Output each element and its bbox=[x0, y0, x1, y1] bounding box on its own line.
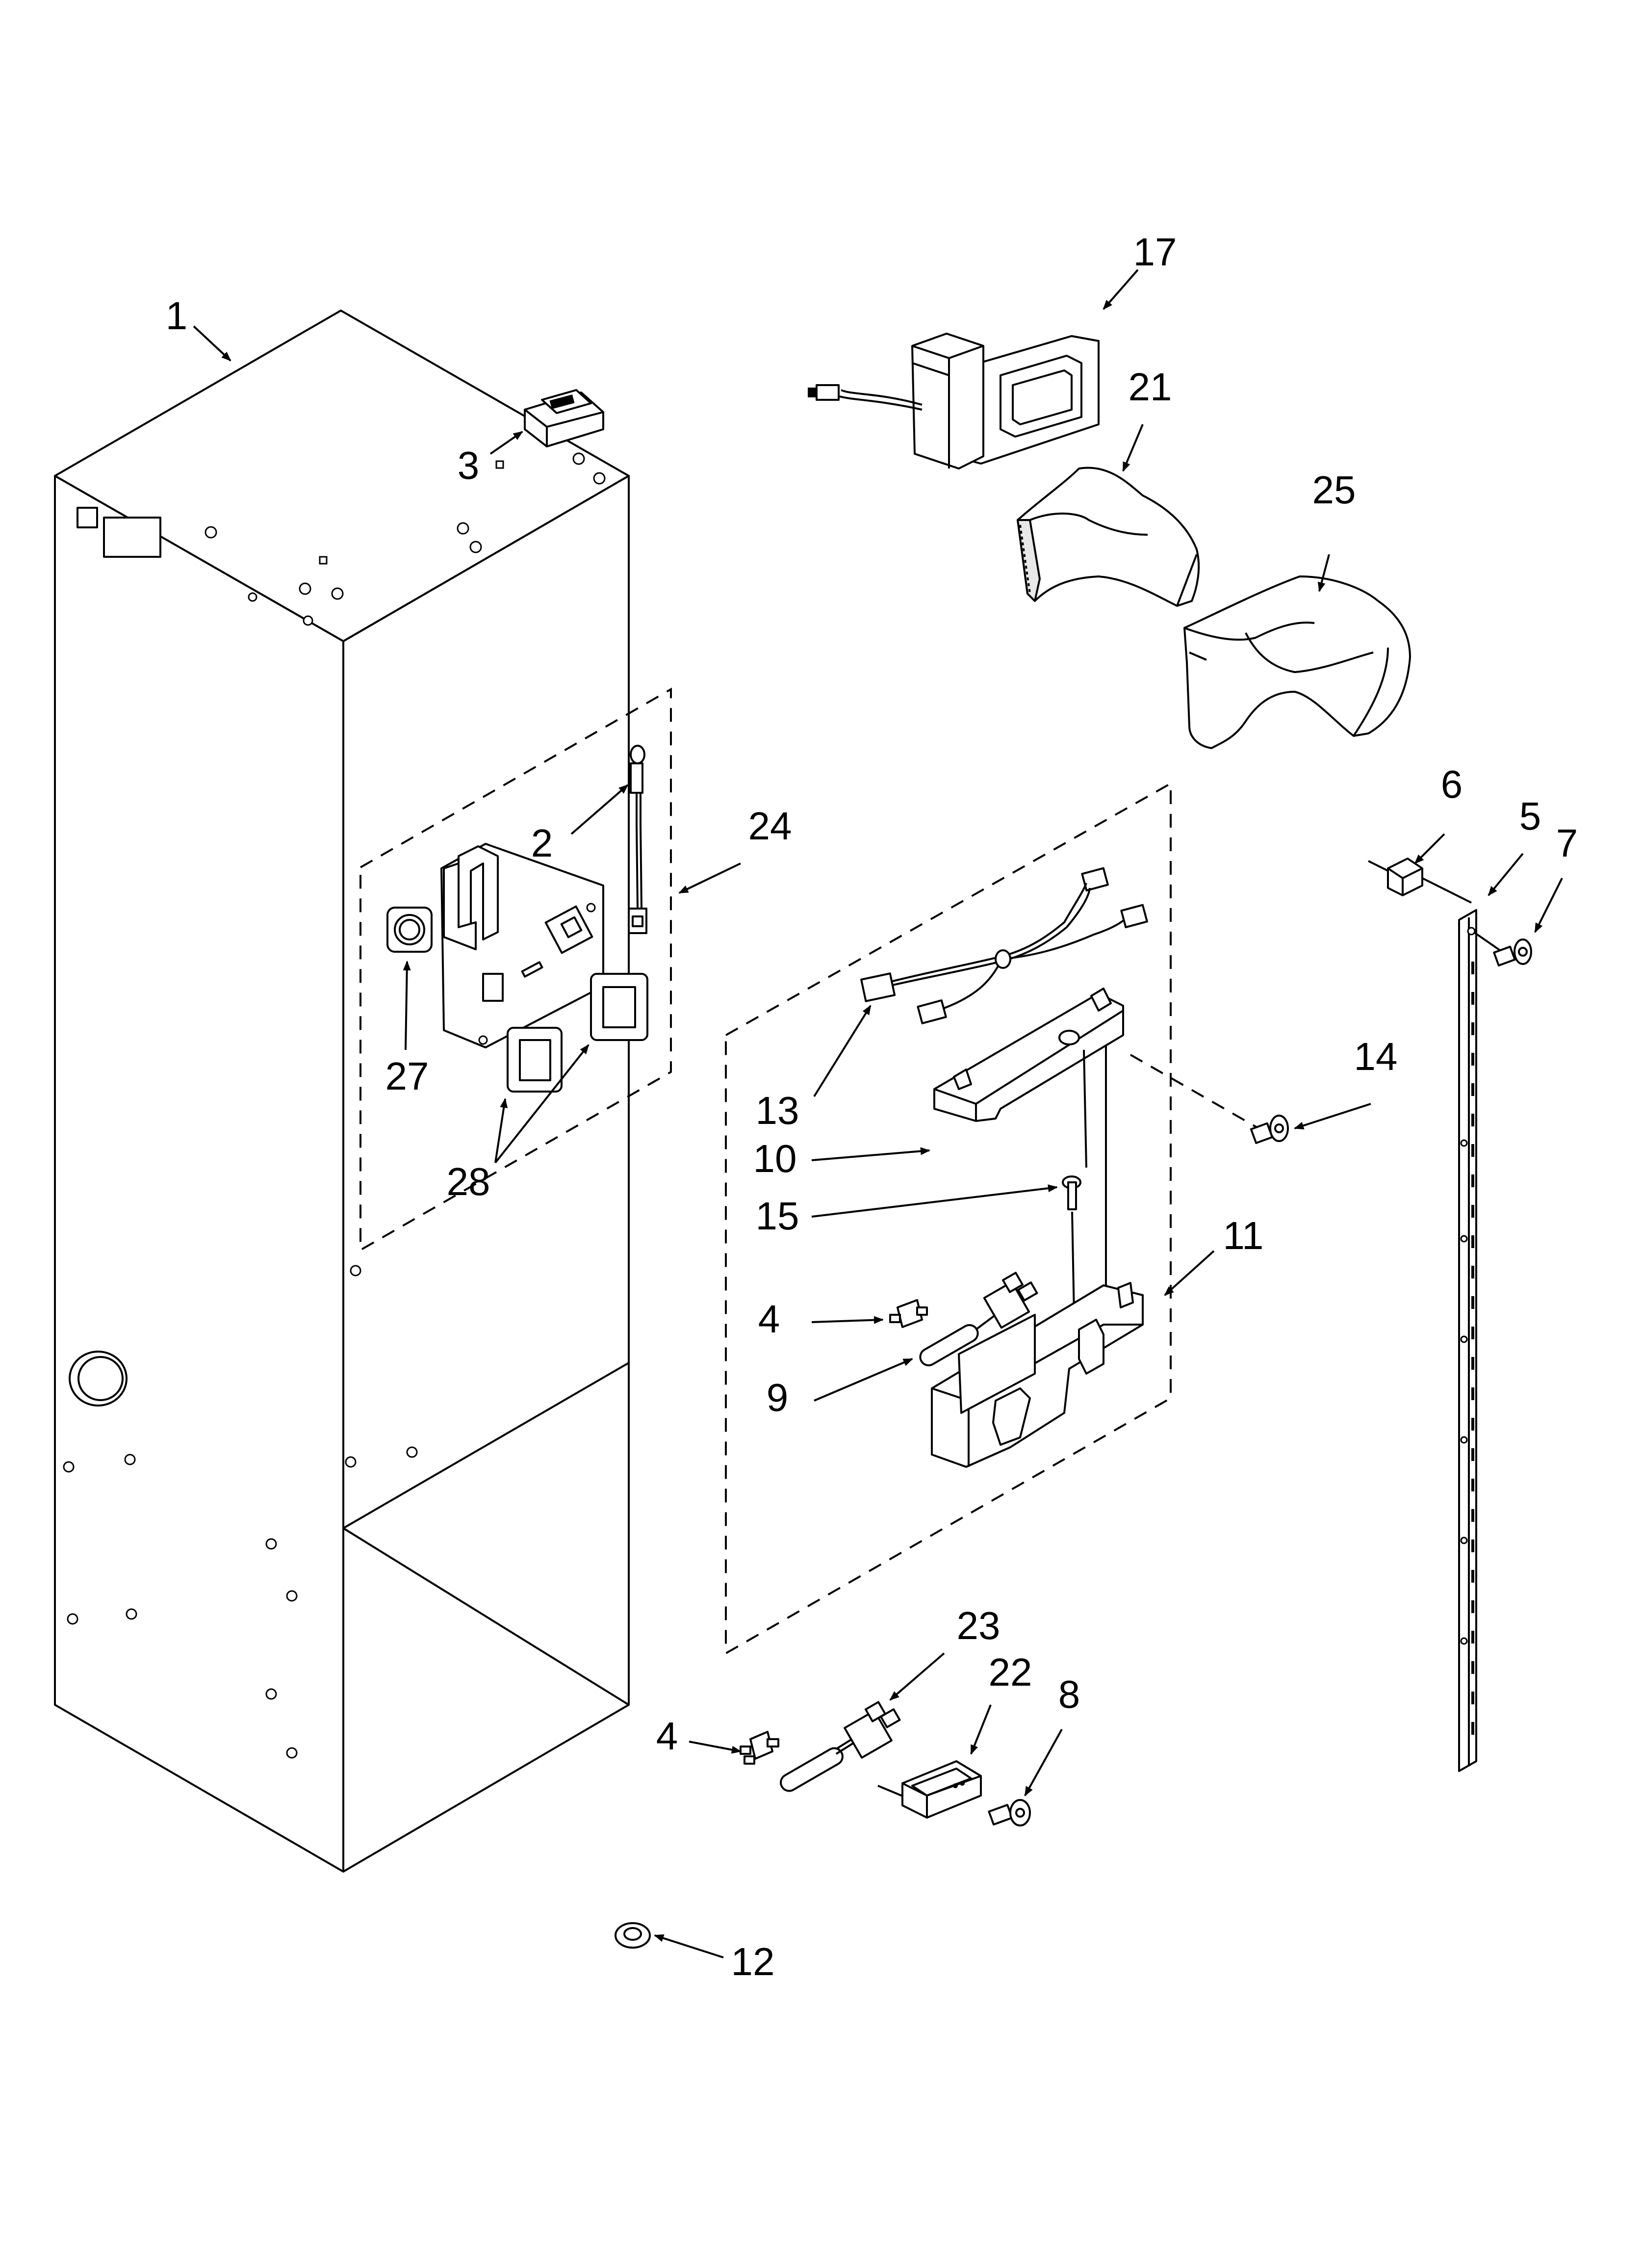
washer-part-12 bbox=[615, 1922, 651, 1949]
callout-11: 11 bbox=[1223, 1214, 1263, 1257]
rail-hole bbox=[1460, 1537, 1468, 1544]
rail-slot bbox=[1471, 1600, 1474, 1613]
bracket-part-10 bbox=[933, 988, 1124, 1300]
rail-part-5 bbox=[1458, 909, 1477, 1772]
sensor-part-2 bbox=[628, 745, 647, 934]
rail-hole bbox=[1460, 1335, 1468, 1343]
callout-28: 28 bbox=[447, 1160, 490, 1203]
control-bracket bbox=[440, 843, 604, 1048]
housing-part-11 bbox=[931, 1282, 1144, 1468]
rail-slot bbox=[1471, 1053, 1474, 1066]
callout-12: 12 bbox=[731, 1940, 775, 1983]
grommet-part-27 bbox=[386, 907, 433, 953]
rail-slot bbox=[1471, 1722, 1474, 1735]
callout-21: 21 bbox=[1129, 365, 1172, 409]
callout-22: 22 bbox=[989, 1650, 1032, 1694]
rail-slot bbox=[1471, 992, 1474, 1005]
callout-7: 7 bbox=[1556, 821, 1578, 865]
group-box-11 bbox=[725, 782, 1172, 1655]
clip-part-4-lower bbox=[740, 1731, 779, 1765]
rail-slot bbox=[1471, 1296, 1474, 1309]
screw-part-7 bbox=[1473, 931, 1532, 966]
callout-1: 1 bbox=[166, 294, 188, 338]
callout-27: 27 bbox=[385, 1054, 429, 1098]
callout-arrows bbox=[193, 269, 1563, 1958]
clip-part-6 bbox=[1368, 858, 1472, 904]
rail-slot bbox=[1471, 1692, 1474, 1704]
rail-slot bbox=[1471, 1418, 1474, 1431]
callout-9: 9 bbox=[767, 1376, 789, 1419]
rail-slot bbox=[1471, 1539, 1474, 1552]
rail-slot bbox=[1471, 1205, 1474, 1218]
rail-slot bbox=[1471, 1357, 1474, 1370]
callout-labels: 1 2 3 4 4 5 6 7 8 9 10 11 12 13 14 15 17… bbox=[166, 230, 1578, 1983]
rail-hole bbox=[1460, 1139, 1468, 1147]
rail-slot bbox=[1471, 962, 1474, 974]
cabinet-shell bbox=[54, 310, 630, 1873]
rail-hole bbox=[1460, 1637, 1468, 1645]
callout-8: 8 bbox=[1058, 1672, 1080, 1716]
group-box-24 bbox=[359, 687, 672, 1252]
sensor-part-9 bbox=[919, 1272, 1038, 1366]
wire-harness-part-13 bbox=[860, 867, 1148, 1024]
rail-slot bbox=[1471, 1022, 1474, 1035]
rail-slot bbox=[1471, 1083, 1474, 1096]
rail-slot bbox=[1471, 1479, 1474, 1491]
rail-slot bbox=[1471, 1327, 1474, 1339]
callout-17: 17 bbox=[1133, 230, 1177, 274]
callout-4-lower: 4 bbox=[656, 1714, 678, 1758]
callout-6: 6 bbox=[1441, 762, 1463, 806]
rail-slot bbox=[1471, 1235, 1474, 1248]
callout-5: 5 bbox=[1519, 794, 1541, 838]
callout-4-upper: 4 bbox=[758, 1297, 780, 1341]
cover-part-21 bbox=[1017, 467, 1200, 607]
screw-part-8 bbox=[988, 1799, 1031, 1826]
callout-3: 3 bbox=[458, 443, 480, 487]
rail-slot bbox=[1471, 1448, 1474, 1461]
rail-slot bbox=[1471, 1661, 1474, 1674]
sensor-part-23 bbox=[780, 1701, 901, 1792]
cover-part-25 bbox=[1183, 575, 1411, 749]
callout-23: 23 bbox=[957, 1604, 1001, 1647]
callout-13: 13 bbox=[756, 1089, 799, 1132]
callout-2: 2 bbox=[531, 821, 553, 865]
light-housing-part-17 bbox=[808, 333, 1100, 469]
callout-15: 15 bbox=[756, 1194, 799, 1238]
rail-slot bbox=[1471, 1266, 1474, 1278]
pads-part-28 bbox=[507, 973, 648, 1093]
screw-part-14 bbox=[1130, 1054, 1289, 1144]
rail-hole bbox=[1460, 1436, 1468, 1444]
rail-slot bbox=[1471, 1509, 1474, 1522]
rail-slot bbox=[1471, 1174, 1474, 1187]
rail-slot bbox=[1471, 1144, 1474, 1157]
receptacle-part-3 bbox=[524, 389, 604, 447]
rail-slot bbox=[1471, 1114, 1474, 1126]
rail-slot bbox=[1471, 1387, 1474, 1400]
callout-25: 25 bbox=[1312, 468, 1356, 512]
component-part-22 bbox=[877, 1760, 982, 1819]
callout-14: 14 bbox=[1354, 1035, 1398, 1078]
callout-10: 10 bbox=[753, 1137, 797, 1180]
rail-slot bbox=[1471, 1631, 1474, 1643]
callout-24: 24 bbox=[748, 804, 792, 848]
rail-hole bbox=[1460, 1235, 1468, 1243]
screw-part-15 bbox=[1062, 1175, 1081, 1315]
clip-part-4-upper bbox=[889, 1299, 928, 1328]
rail-slot bbox=[1471, 1570, 1474, 1583]
